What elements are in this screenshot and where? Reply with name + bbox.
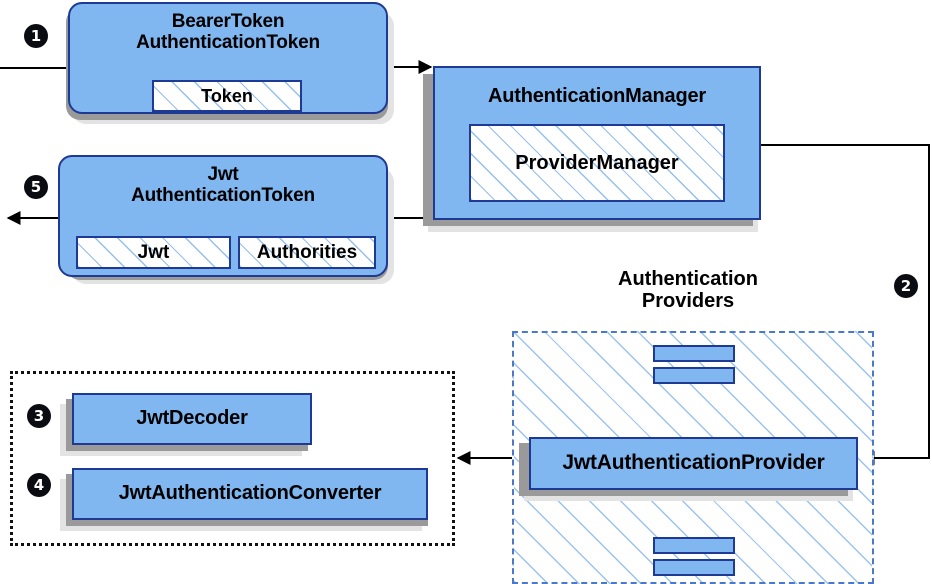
jwt-token-title: Jwt AuthenticationToken xyxy=(131,164,315,206)
jwt-token-compartment-authorities-label: Authorities xyxy=(256,242,358,263)
bearer-token-compartment-token-label: Token xyxy=(201,86,253,106)
provider-upper-bar-1 xyxy=(653,345,735,362)
jwt-decoder-title: JwtDecoder xyxy=(136,407,248,430)
node-authentication-manager[interactable]: AuthenticationManager ProviderManager xyxy=(433,66,761,220)
jwt-authentication-converter-title: JwtAuthenticationConverter xyxy=(118,482,382,505)
step-badge-1: 1 xyxy=(24,24,48,48)
provider-lower-bar-2 xyxy=(653,559,735,576)
provider-manager-label: ProviderManager xyxy=(515,152,679,174)
jwt-authentication-provider-title: JwtAuthenticationProvider xyxy=(562,451,825,475)
jwt-token-compartment-jwt: Jwt xyxy=(76,236,231,269)
provider-upper-bar-2 xyxy=(653,367,735,384)
jwt-token-compartment-jwt-label: Jwt xyxy=(137,242,170,263)
node-jwt-decoder[interactable]: JwtDecoder xyxy=(72,393,312,445)
step-badge-2: 2 xyxy=(894,274,918,298)
node-jwt-authentication-converter[interactable]: JwtAuthenticationConverter xyxy=(72,468,428,520)
node-jwt-authentication-provider[interactable]: JwtAuthenticationProvider xyxy=(529,437,858,490)
group-jwt-support xyxy=(10,371,455,546)
bearer-token-compartment-token: Token xyxy=(152,80,302,112)
authentication-manager-compartment-provider-manager: ProviderManager xyxy=(469,124,725,202)
authentication-manager-title: AuthenticationManager xyxy=(487,85,707,107)
bearer-token-title: BearerToken AuthenticationToken xyxy=(136,11,320,53)
node-jwt-authentication-token[interactable]: Jwt AuthenticationToken Jwt Authorities xyxy=(58,155,388,277)
step-badge-5: 5 xyxy=(24,175,48,199)
step-badge-3: 3 xyxy=(27,404,51,428)
authentication-providers-caption: Authentication Providers xyxy=(618,268,758,312)
step-badge-4: 4 xyxy=(27,473,51,497)
jwt-token-compartment-authorities: Authorities xyxy=(238,236,376,269)
node-bearer-token-authentication-token[interactable]: BearerToken AuthenticationToken Token xyxy=(68,2,388,114)
provider-lower-bar-1 xyxy=(653,537,735,554)
